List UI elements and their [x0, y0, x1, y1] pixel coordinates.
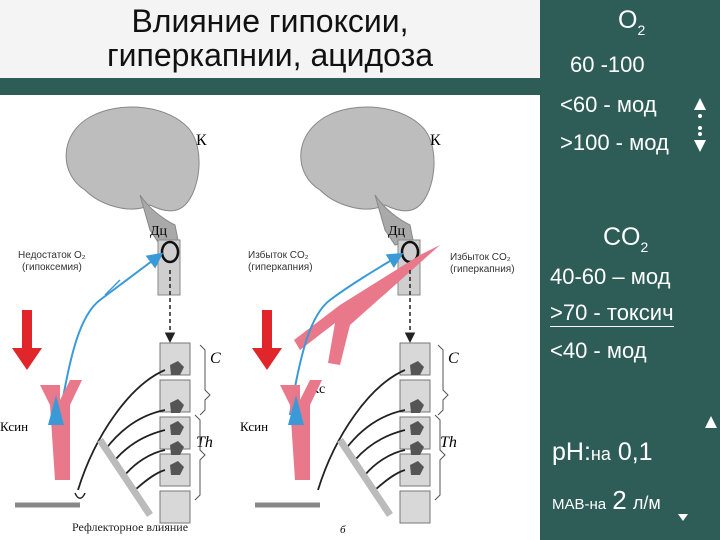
ph-up-arrow-icon	[704, 414, 718, 430]
co2-value-low: <40 - мод	[550, 338, 647, 364]
title-line-2: гиперкапнии, ацидоза	[0, 38, 540, 72]
mav-value: 2	[612, 485, 626, 515]
right-stimulus-right-paren: (гиперкапния)	[450, 264, 515, 275]
mav-down-arrow-icon	[677, 512, 689, 522]
title-line-1: Влияние гипоксии,	[0, 4, 540, 38]
o2-value-high: >100 - мод	[560, 130, 669, 156]
right-stimulus-paren: (гиперкапния)	[248, 262, 313, 273]
left-brain	[66, 107, 199, 295]
left-motor-nerve-4	[125, 450, 165, 475]
o2-arrow-icons	[690, 92, 710, 162]
title-separator	[0, 78, 540, 95]
co2-value-normal: 40-60 – мод	[550, 264, 670, 290]
left-c-brace	[200, 345, 210, 415]
mav-prefix: МАВ-на	[552, 496, 606, 513]
right-c-brace	[438, 345, 448, 415]
co2-label: CO	[603, 223, 641, 251]
respiratory-reflex-diagram: К Дц Недостаток О₂ (гипоксемия) С Th	[0, 95, 540, 540]
down-arrow-icon	[694, 140, 706, 152]
co2-value-high: >70 - токсич	[550, 300, 674, 327]
left-center-label: Дц	[150, 224, 168, 239]
right-c-label: С	[448, 350, 459, 367]
o2-heading: O2	[618, 6, 645, 35]
left-c-label: С	[210, 350, 221, 367]
figure-letter: б	[340, 524, 346, 536]
mav-unit: л/м	[633, 493, 661, 513]
right-stimulus-right-label: Избыток CO₂	[450, 251, 511, 263]
ph-value: 0,1	[618, 438, 653, 466]
right-chemo-label: Ксин	[240, 419, 268, 434]
ph-line: pH:на 0,1	[552, 438, 653, 467]
right-brain-label: К	[430, 132, 441, 149]
up-arrow-icon	[694, 98, 706, 110]
left-th-label: Th	[196, 434, 213, 451]
o2-label: O	[618, 6, 637, 34]
diagram-panel: К Дц Недостаток О₂ (гипоксемия) С Th	[0, 95, 540, 540]
diagram-caption: Рефлекторное влияние	[72, 520, 188, 535]
left-brain-label: К	[196, 132, 207, 149]
left-carotid-artery	[40, 380, 82, 480]
o2-value-low: <60 - мод	[560, 92, 657, 118]
ph-small: на	[591, 444, 611, 464]
o2-value-normal: 60 -100	[570, 52, 645, 78]
right-motor-nerve-4	[365, 450, 405, 475]
title-panel: Влияние гипоксии, гиперкапнии, ацидоза	[0, 0, 540, 78]
left-stimulus-paren: (гипоксемия)	[22, 262, 82, 273]
left-stimulus-label: Недостаток О₂	[18, 250, 86, 261]
co2-heading: CO2	[603, 223, 648, 252]
right-red-arrow	[252, 310, 282, 370]
left-diaphragm-ending	[75, 493, 85, 498]
ph-prefix: pH:	[552, 438, 591, 466]
mav-line: МАВ-на 2 л/м	[552, 485, 661, 516]
left-th-brace	[195, 415, 205, 500]
right-th-label: Th	[440, 434, 457, 451]
co2-label-sub: 2	[641, 239, 649, 255]
right-stimulus-label: Избыток CO₂	[248, 249, 309, 261]
left-chemo-label: Ксин	[0, 419, 28, 434]
o2-label-sub: 2	[637, 22, 645, 38]
right-th-brace	[435, 415, 445, 500]
left-motor-nerve-3	[115, 430, 165, 460]
left-red-arrow	[12, 310, 42, 370]
right-center-label: Дц	[388, 224, 406, 239]
right-motor-nerve-3	[355, 430, 405, 460]
